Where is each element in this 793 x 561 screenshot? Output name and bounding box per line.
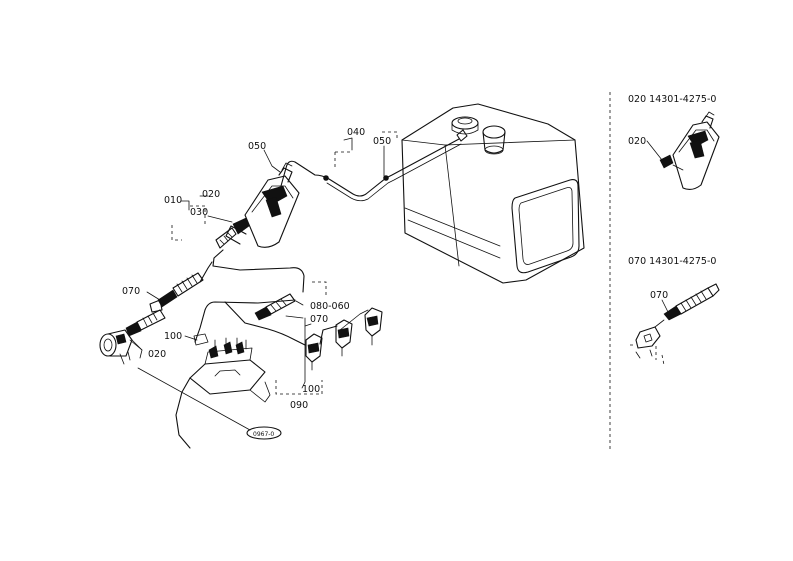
injection-pump-icon <box>175 337 271 449</box>
drawing-stamp: 0967-0 <box>246 426 282 440</box>
leader-lines <box>129 131 398 431</box>
label-070-left: 070 <box>122 286 140 297</box>
label-050-filter: 050 <box>248 141 266 152</box>
fuel-tank-icon <box>401 103 585 284</box>
fuel-filter-detail-icon <box>659 111 720 191</box>
label-040: 040 <box>347 127 365 138</box>
label-020-top: 020 <box>202 189 220 200</box>
detail-panel-070: 070 14301-4275-0 070 <box>628 256 720 366</box>
label-100-lower: 100 <box>302 384 320 395</box>
label-010: 010 <box>164 195 182 206</box>
detail-callout-020: 020 <box>628 136 646 147</box>
label-090: 090 <box>290 400 308 411</box>
detail-header-020: 020 14301-4275-0 <box>628 94 716 105</box>
fuel-hose-detail-icon <box>630 283 720 366</box>
label-100-left: 100 <box>164 331 182 342</box>
label-030: 030 <box>190 207 208 218</box>
fuel-filter-icon <box>225 162 300 248</box>
drawing-stamp-text: 0967-0 <box>253 431 274 438</box>
fuel-hose-mid-icon <box>254 293 296 321</box>
detail-header-070: 070 14301-4275-0 <box>628 256 716 267</box>
hose-clamp-icon <box>193 175 389 346</box>
label-020-lower: 020 <box>148 349 166 360</box>
label-070-mid: 070 <box>310 314 328 325</box>
feed-pump-icon <box>99 329 143 365</box>
label-080-060: 080-060 <box>310 301 350 312</box>
label-050-tank: 050 <box>373 136 391 147</box>
injection-nozzle-icon <box>305 307 383 371</box>
fuel-hose-lower-icon <box>125 309 166 337</box>
fuel-hose-icon <box>149 227 237 313</box>
detail-callout-070: 070 <box>650 290 668 301</box>
detail-panel-020: 020 14301-4275-0 020 <box>628 94 720 191</box>
